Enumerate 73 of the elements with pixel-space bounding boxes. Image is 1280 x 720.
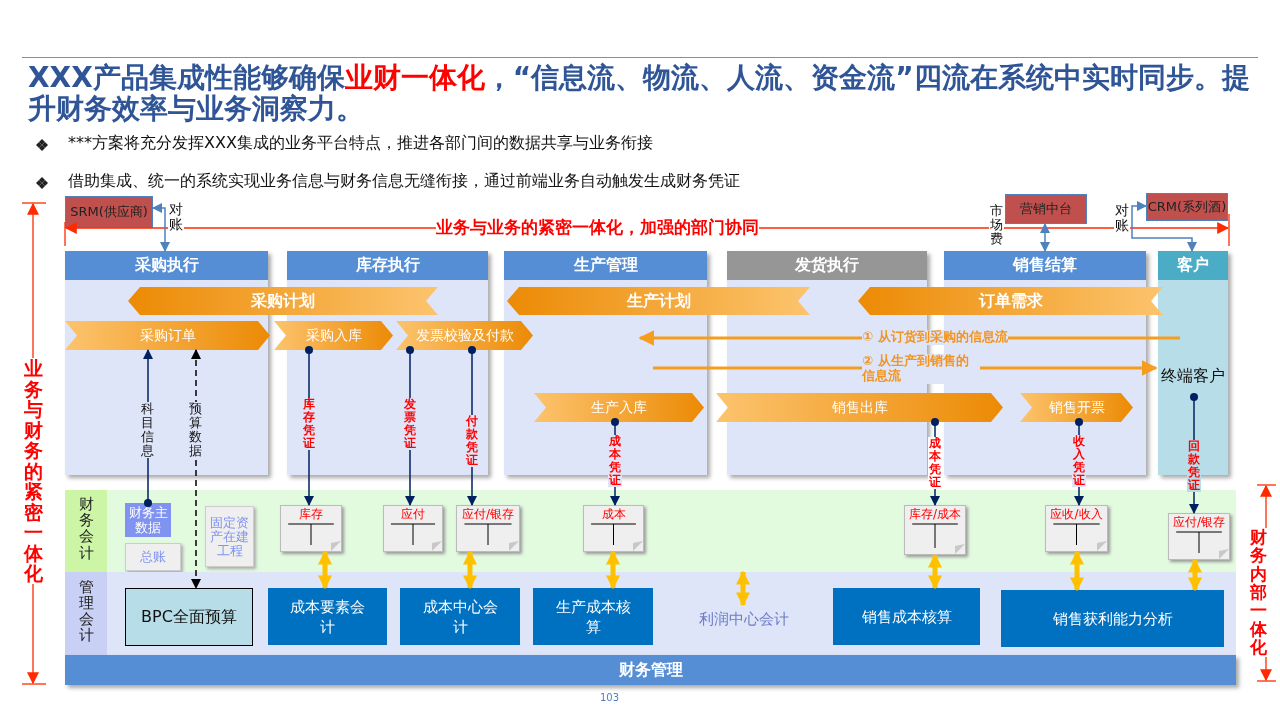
management-band [65, 572, 1236, 655]
edge-label: 对账 [1114, 203, 1130, 234]
column-header: 发货执行 [727, 251, 927, 280]
edge-label: 对账 [168, 202, 184, 233]
accounting-box: 生产成本核算 [533, 588, 653, 645]
column-header: 客户 [1158, 251, 1228, 280]
t-account-card: 应收/收入 [1045, 505, 1108, 552]
page-number: 103 [600, 692, 620, 704]
ledger-tile: 总账 [125, 543, 181, 571]
process-step: 销售开票 [1020, 393, 1133, 422]
side-caption: 业务与财务的紧密一体化 [22, 358, 44, 584]
profit-center-label: 利润中心会计 [690, 605, 798, 633]
edge-label: 回款凭证 [1187, 440, 1201, 492]
edge-label: 科目信息 [140, 402, 155, 459]
footer-bar: 财务管理 [65, 655, 1236, 685]
master-data-tile: 财务主数据 [125, 503, 171, 537]
accounting-box: 成本中心会计 [400, 588, 520, 645]
arrow [1040, 223, 1050, 252]
arrow [152, 203, 170, 252]
edge-label: 成本凭证 [928, 437, 942, 489]
banner-text: 业务与业务的紧密一体化，加强的部门协同 [436, 218, 759, 238]
finance-band [65, 490, 1236, 572]
arrow [1131, 201, 1197, 252]
accounting-box: 销售获利能力分析 [1001, 590, 1224, 647]
system-box: SRM(供应商) [65, 196, 153, 228]
t-account-card: 应付/银存 [1168, 513, 1230, 560]
system-box: CRM(系列酒) [1146, 193, 1228, 221]
t-account-card: 库存 [280, 505, 342, 552]
bullet-text: ***方案将充分发挥XXX集成的业务平台特点，推进各部门间的数据共享与业务衔接 [68, 134, 653, 153]
double-arrow [1070, 550, 1084, 592]
edge-label: 预算数据 [188, 402, 203, 459]
column-panel [65, 251, 268, 475]
budget-box: BPC全面预算 [125, 588, 253, 646]
edge-label: 付款凭证 [465, 415, 479, 467]
accounting-box: 成本要素会计 [268, 588, 387, 645]
customer-label: 终端客户 [1160, 353, 1226, 397]
column-header: 生产管理 [504, 251, 707, 280]
process-step: 采购入库 [274, 321, 393, 350]
process-step: 销售出库 [716, 393, 1003, 422]
flow-caption: ① 从订货到采购的信息流 [862, 330, 1008, 345]
process-step: 生产入库 [534, 393, 704, 422]
process-step: 采购订单 [65, 321, 270, 350]
edge-label: 库存凭证 [302, 398, 316, 450]
t-account-card: 应付 [383, 505, 443, 552]
edge-label: 市场费 [989, 204, 1004, 247]
double-arrow [463, 550, 477, 590]
t-account-card: 成本 [583, 505, 644, 552]
double-arrow [606, 550, 620, 590]
double-arrow [1188, 558, 1202, 592]
system-box: 营销中台 [1005, 194, 1087, 224]
t-account-card: 应付/银存 [456, 505, 520, 552]
edge-label: 成本凭证 [608, 435, 622, 487]
double-arrow [318, 550, 332, 590]
double-arrow [736, 570, 750, 607]
edge-label: 收入凭证 [1072, 435, 1086, 487]
slide-title: XXX产品集成性能够确保业财一体化，“信息流、物流、人流、资金流”四流在系统中实时同步。提升财务效率与业务洞察力。 [28, 62, 1251, 127]
column-header: 库存执行 [287, 251, 488, 280]
column-header: 销售结算 [944, 251, 1146, 280]
band-title: 管理会计 [78, 578, 95, 644]
accounting-box: 销售成本核算 [833, 588, 980, 645]
edge-label: 发票凭证 [403, 398, 417, 450]
column-header: 采购执行 [65, 251, 268, 280]
process-step: 订单需求 [858, 287, 1163, 315]
ledger-tile: 固定资产在建工程 [205, 506, 254, 567]
process-step: 采购计划 [128, 287, 438, 315]
flow-caption: ② 从生产到销售的信息流 [862, 354, 980, 384]
bullet-text: 借助集成、统一的系统实现业务信息与财务信息无缝衔接，通过前端业务自动触发生成财务凭证 [68, 172, 740, 191]
side-caption: 财务内部一体化 [1249, 528, 1268, 657]
double-arrow [928, 553, 942, 590]
process-step: 生产计划 [507, 287, 810, 315]
arrow [405, 346, 415, 506]
t-account-card: 库存/成本 [904, 505, 966, 555]
band-title: 财务会计 [78, 496, 95, 561]
